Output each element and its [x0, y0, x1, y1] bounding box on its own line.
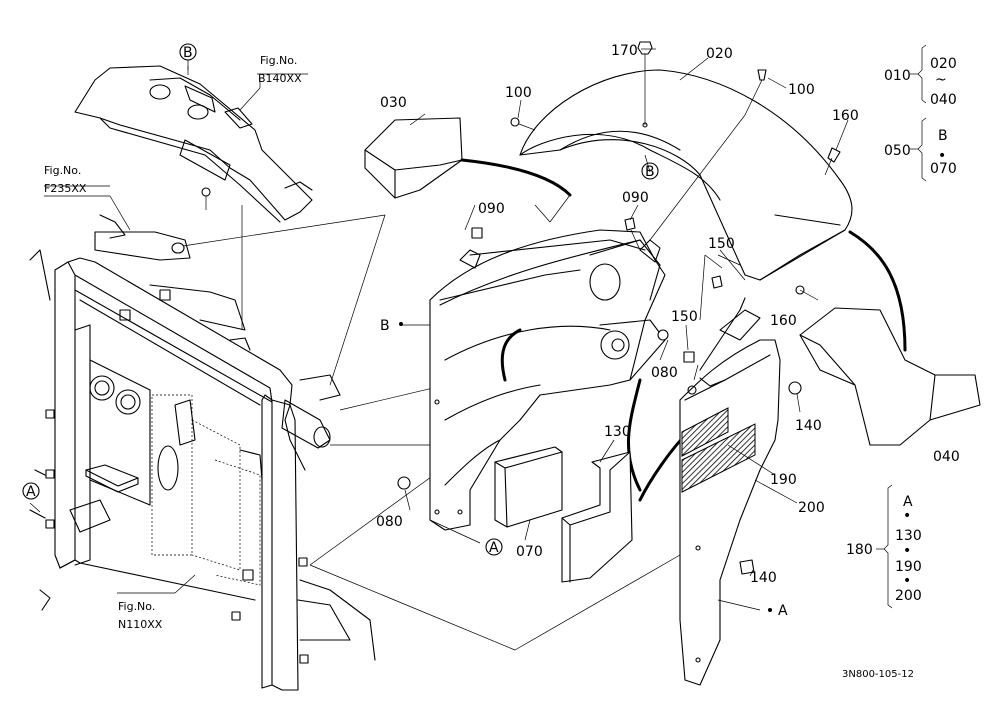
fig-ref-b140-line2: B140XX: [258, 72, 302, 85]
label-200: 200: [798, 500, 825, 516]
label-070: 070: [516, 544, 543, 560]
label-b-panel: B: [380, 318, 390, 334]
marker-a-bottom: A: [489, 540, 499, 556]
part-labels: 170 020 030 100 100 160 090 090 150 150 …: [376, 43, 960, 619]
marker-b-top: B: [183, 45, 193, 61]
label-140-top: 140: [795, 418, 822, 434]
label-150-top: 150: [708, 236, 735, 252]
label-160-top: 160: [832, 108, 859, 124]
marker-a-left: A: [26, 484, 36, 500]
group-010: 010: [884, 68, 911, 84]
label-090-right: 090: [622, 190, 649, 206]
group-180-200: 200: [895, 588, 922, 604]
fig-ref-n110-line1: Fig.No.: [118, 600, 155, 613]
marker-b-cover: B: [645, 164, 655, 180]
group-050-b: B: [938, 128, 948, 144]
group-180-130: 130: [895, 528, 922, 544]
label-040-pad: 040: [933, 449, 960, 465]
group-180: 180: [846, 542, 873, 558]
group-050-070: 070: [930, 161, 957, 177]
label-100-right: 100: [788, 82, 815, 98]
group-180-a: A: [903, 494, 913, 510]
label-a-panel: A: [778, 603, 788, 619]
fig-ref-f235-line2: F235XX: [44, 182, 87, 195]
label-170: 170: [611, 43, 638, 59]
group-notes: 010 020 ~ 040 050 B • 070 180 A • 130 • …: [846, 56, 957, 604]
label-150-mid: 150: [671, 309, 698, 325]
label-140-bottom: 140: [750, 570, 777, 586]
group-180-dot1: •: [903, 508, 911, 524]
label-160-mid: 160: [770, 313, 797, 329]
fig-ref-n110-line2: N110XX: [118, 618, 163, 631]
fig-ref-f235-line1: Fig.No.: [44, 164, 81, 177]
group-050-dot: •: [938, 148, 946, 164]
group-010-from: 020: [930, 56, 957, 72]
label-100-left: 100: [505, 85, 532, 101]
figure-references: Fig.No. B140XX Fig.No. F235XX Fig.No. N1…: [44, 54, 302, 631]
group-010-tilde: ~: [935, 72, 947, 88]
group-050: 050: [884, 143, 911, 159]
frame-assembly: [29, 65, 681, 691]
leader-lines: [29, 48, 849, 611]
group-brackets: [876, 44, 927, 609]
group-180-dot3: •: [903, 573, 911, 589]
label-030: 030: [380, 95, 407, 111]
cover-assembly: [364, 69, 981, 686]
marker-circles: B A B A: [22, 43, 659, 556]
label-080-left: 080: [376, 514, 403, 530]
group-010-to: 040: [930, 92, 957, 108]
diagram-code: 3N800-105-12: [842, 669, 914, 680]
group-180-dot2: •: [903, 543, 911, 559]
label-190: 190: [770, 472, 797, 488]
fig-ref-b140-line1: Fig.No.: [260, 54, 297, 67]
label-090-left: 090: [478, 201, 505, 217]
label-130: 130: [604, 424, 631, 440]
label-080-right: 080: [651, 365, 678, 381]
group-180-190: 190: [895, 559, 922, 575]
label-020: 020: [706, 46, 733, 62]
